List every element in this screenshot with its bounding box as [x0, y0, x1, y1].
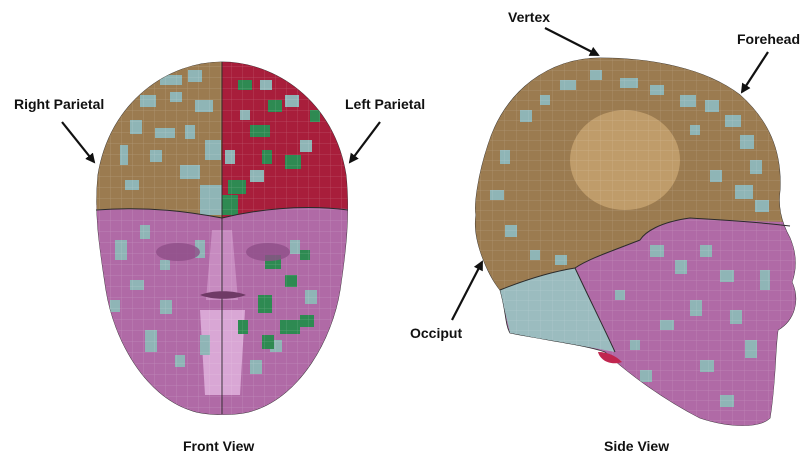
- forehead-arrow: [742, 52, 768, 92]
- right-parietal-arrow: [62, 122, 94, 162]
- occiput-arrow: [452, 262, 482, 320]
- vertex-arrow: [545, 28, 598, 55]
- forehead-label: Forehead: [737, 31, 800, 47]
- front-head: [90, 55, 360, 420]
- right-parietal-label: Right Parietal: [14, 96, 104, 112]
- vertex-label: Vertex: [508, 9, 550, 25]
- front-right-eye: [156, 243, 200, 261]
- side-view-caption: Side View: [604, 438, 669, 454]
- front-view-caption: Front View: [183, 438, 254, 454]
- left-parietal-arrow: [350, 122, 380, 162]
- occiput-label: Occiput: [410, 325, 462, 341]
- front-left-eye: [246, 243, 290, 261]
- left-parietal-label: Left Parietal: [345, 96, 425, 112]
- side-head: [470, 50, 803, 440]
